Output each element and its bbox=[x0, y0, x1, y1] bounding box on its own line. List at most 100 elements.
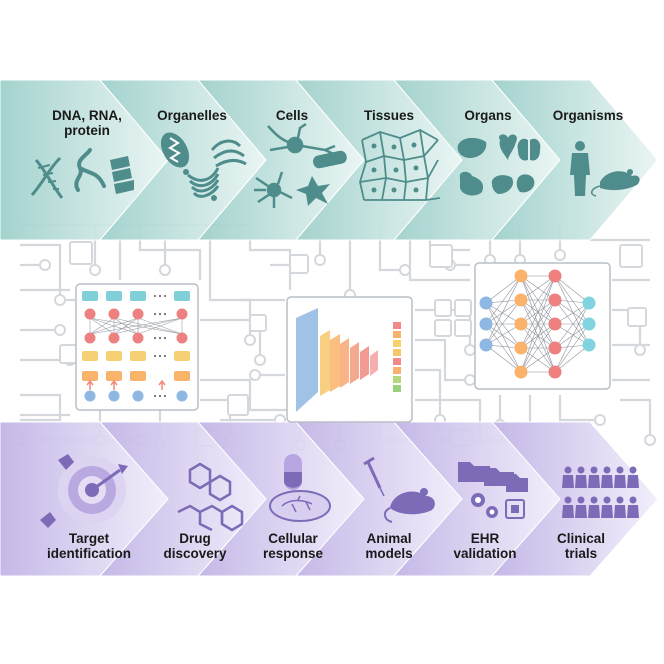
liver-icon bbox=[457, 137, 487, 158]
human-icon bbox=[570, 141, 590, 196]
target-icon bbox=[58, 456, 128, 524]
network-node bbox=[108, 308, 120, 320]
network-connection bbox=[554, 302, 590, 349]
output-vector-cell bbox=[393, 358, 401, 365]
network-connection bbox=[554, 299, 590, 325]
network-connection bbox=[520, 275, 556, 349]
feature-map-layer bbox=[320, 330, 330, 396]
network-connection bbox=[554, 344, 590, 373]
fully-connected-network-panel bbox=[474, 262, 611, 390]
capsule-icon bbox=[284, 454, 302, 490]
ellipsis-dot bbox=[154, 295, 156, 297]
feature-map-layer bbox=[370, 350, 378, 376]
output-node bbox=[582, 296, 596, 310]
network-connection bbox=[113, 317, 183, 335]
network-connection bbox=[520, 323, 556, 373]
network-connection bbox=[554, 302, 590, 373]
network-connection bbox=[554, 323, 590, 373]
folders-icon bbox=[458, 462, 528, 492]
stage-label-tissues: Tissues bbox=[363, 108, 415, 123]
heart-icon bbox=[499, 134, 517, 160]
network-node bbox=[84, 308, 96, 320]
input-node bbox=[479, 296, 493, 310]
stage-label-clinical-trials: Clinical trials bbox=[556, 531, 605, 561]
network-node bbox=[82, 371, 98, 381]
network-node bbox=[130, 291, 146, 301]
network-node bbox=[130, 351, 146, 361]
flow-arrow bbox=[158, 379, 166, 390]
network-connection bbox=[554, 323, 590, 346]
network-node bbox=[82, 291, 98, 301]
stage-label-target-identification: Target identification bbox=[47, 531, 131, 561]
network-connection bbox=[520, 275, 556, 325]
network-connection bbox=[485, 323, 522, 373]
biological-scale-row bbox=[0, 79, 659, 241]
chemical-structure-icon bbox=[177, 462, 244, 532]
output-vector-cell bbox=[393, 340, 401, 347]
ellipsis-dot bbox=[154, 337, 156, 339]
network-connection bbox=[485, 302, 522, 349]
hidden-node bbox=[548, 269, 562, 283]
network-node bbox=[174, 371, 190, 381]
network-connection bbox=[89, 317, 115, 335]
golgi-apparatus-icon bbox=[183, 167, 220, 201]
feature-map-layer bbox=[350, 342, 359, 384]
stage-label-animal-models: Animal models bbox=[365, 531, 413, 561]
output-node bbox=[582, 317, 596, 331]
network-connection bbox=[485, 275, 522, 304]
network-node bbox=[176, 390, 188, 402]
stage-label-organisms: Organisms bbox=[552, 108, 624, 123]
stage-label-dna-rna-protein: DNA, RNA, protein bbox=[52, 108, 122, 138]
network-connection bbox=[554, 275, 590, 346]
network-node bbox=[108, 332, 120, 344]
network-connection bbox=[485, 302, 522, 373]
hidden-node bbox=[514, 317, 528, 331]
flow-arrow bbox=[86, 379, 94, 390]
ellipsis-dot bbox=[159, 355, 161, 357]
feature-map-layer bbox=[340, 338, 349, 388]
output-vector-cell bbox=[393, 367, 401, 374]
feature-map-layer bbox=[360, 346, 369, 380]
network-node bbox=[174, 291, 190, 301]
ellipsis-dot bbox=[154, 355, 156, 357]
network-connection bbox=[554, 302, 590, 325]
stage-label-cellular-response: Cellular response bbox=[262, 531, 324, 561]
stage-label-drug-discovery: Drug discovery bbox=[163, 531, 227, 561]
network-connection bbox=[520, 275, 556, 373]
output-vector-cell bbox=[393, 322, 401, 329]
tissue-network-icon bbox=[359, 129, 441, 201]
hidden-node bbox=[548, 317, 562, 331]
ellipsis-dot bbox=[164, 355, 166, 357]
convolutional-network bbox=[296, 308, 401, 412]
hidden-node bbox=[514, 269, 528, 283]
rna-strand-icon bbox=[74, 148, 106, 192]
stage-label-organelles: Organelles bbox=[157, 108, 227, 123]
output-vector-cell bbox=[393, 385, 401, 392]
hidden-node bbox=[514, 293, 528, 307]
drug-development-row bbox=[0, 421, 659, 577]
ellipsis-dot bbox=[164, 395, 166, 397]
network-node bbox=[106, 371, 122, 381]
network-connection bbox=[485, 302, 522, 325]
network-connection bbox=[89, 317, 183, 335]
network-connection bbox=[554, 299, 590, 346]
petri-dish-icon bbox=[269, 490, 331, 522]
network-node bbox=[84, 332, 96, 344]
lungs-icon bbox=[517, 138, 541, 161]
input-node bbox=[479, 317, 493, 331]
protein-ribbon-icon bbox=[110, 156, 134, 194]
fully-connected-network bbox=[479, 269, 596, 379]
hidden-node bbox=[548, 365, 562, 379]
ellipsis-dot bbox=[164, 337, 166, 339]
network-connection bbox=[113, 317, 139, 335]
stomach-icon bbox=[459, 171, 484, 196]
network-node bbox=[82, 351, 98, 361]
network-connection bbox=[89, 317, 139, 335]
astrocyte-icon bbox=[254, 171, 293, 208]
encoder-decoder-network bbox=[82, 291, 190, 402]
network-connection bbox=[520, 347, 556, 373]
network-connection bbox=[485, 299, 522, 325]
ellipsis-dot bbox=[164, 313, 166, 315]
output-vector-cell bbox=[393, 349, 401, 356]
